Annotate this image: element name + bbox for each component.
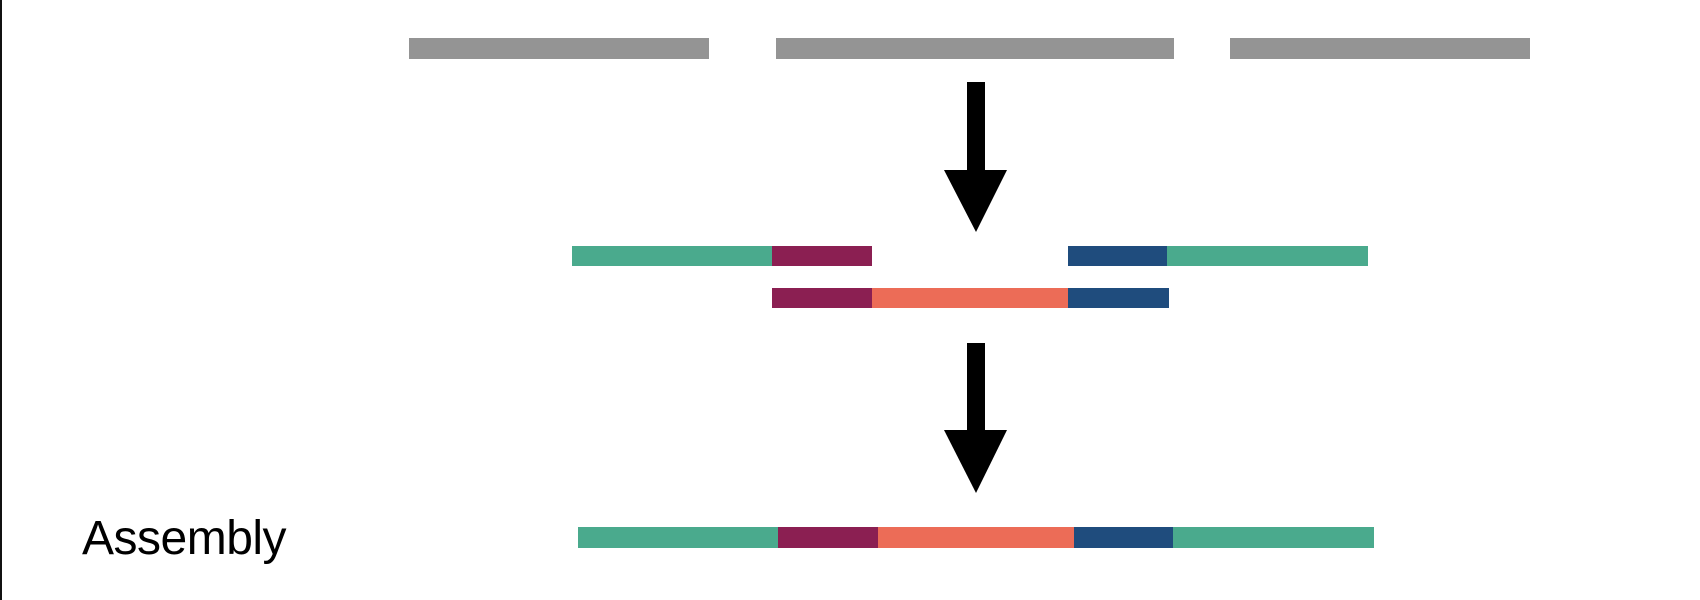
assembly-middle	[878, 527, 1074, 548]
fragment-left-flank	[572, 246, 772, 266]
fragment-middle	[872, 288, 1068, 308]
read-bar-2	[776, 38, 1174, 59]
left-border	[0, 0, 2, 600]
arrow-shaft-2	[967, 343, 985, 433]
arrow-head-1	[944, 170, 1007, 232]
fragment-middle-left-overlap	[772, 288, 872, 308]
read-bar-3	[1230, 38, 1530, 59]
arrow-shaft-1	[967, 82, 985, 172]
assembly-row	[578, 527, 1374, 548]
fragments-row-1	[572, 246, 1368, 266]
assembly-right-overlap	[1074, 527, 1174, 548]
reads-row	[409, 38, 1530, 59]
fragment-right-overlap	[1068, 246, 1168, 266]
assembly-left-flank	[578, 527, 778, 548]
arrow-down-2	[944, 343, 1007, 493]
read-bar-1	[409, 38, 709, 59]
fragment-middle-right-overlap	[1068, 288, 1169, 308]
fragment-left-overlap	[772, 246, 872, 266]
assembly-left-overlap	[778, 527, 878, 548]
fragments-row-2	[772, 288, 1169, 308]
assembly-right-flank	[1173, 527, 1374, 548]
fragment-right-flank	[1167, 246, 1368, 266]
arrow-head-2	[944, 430, 1007, 493]
arrow-down-1	[944, 82, 1007, 232]
assembly-label: Assembly	[82, 512, 287, 565]
